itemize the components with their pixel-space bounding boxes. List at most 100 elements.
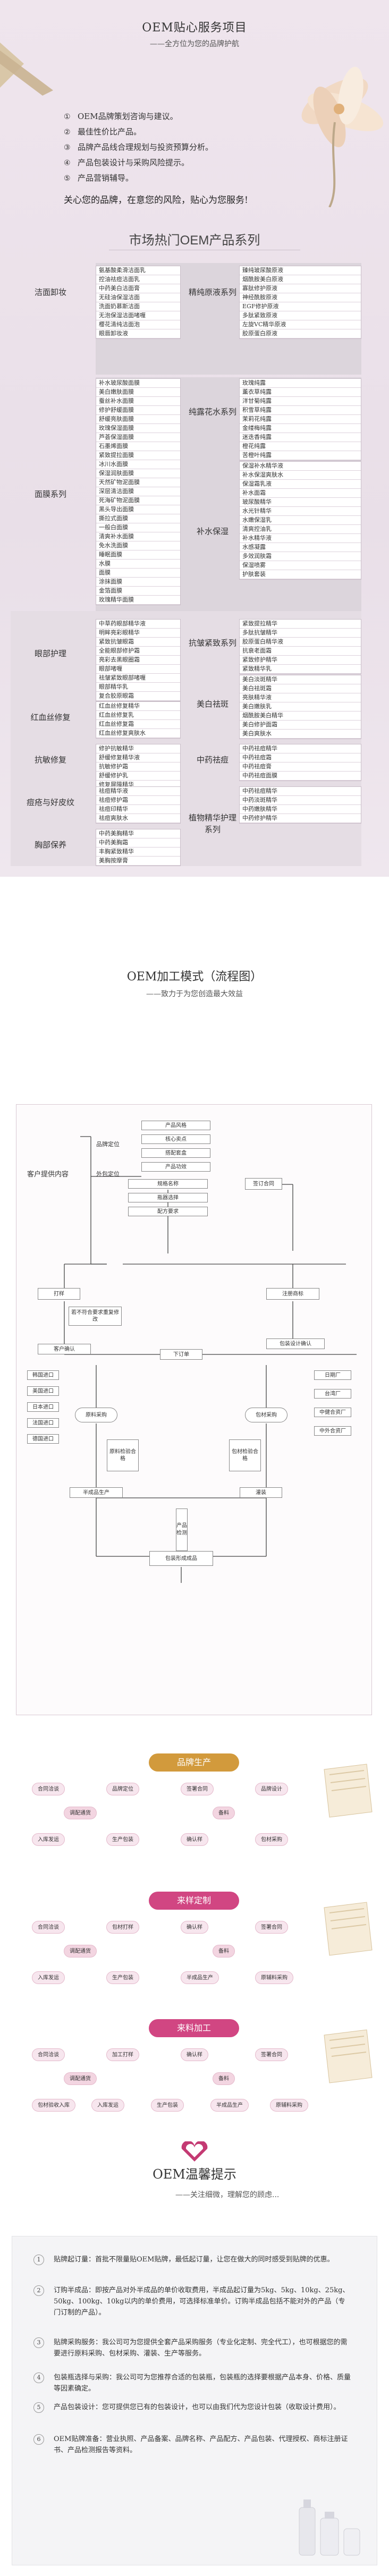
- stage-node: 合同洽谈: [32, 1783, 65, 1795]
- stage-node: 原辅料采购: [255, 1971, 293, 1984]
- category-label: 美白祛斑: [196, 699, 229, 709]
- product-item: 中药祛痘霜: [240, 753, 361, 762]
- product-item: 美白修护面霜: [240, 721, 361, 730]
- product-item: 迷迭香纯露: [240, 433, 361, 442]
- raw-buy-box: 原料采购: [75, 1408, 117, 1422]
- product-item: 紧致提拉面膜: [96, 451, 180, 460]
- country-box: 德国进口: [27, 1434, 59, 1444]
- tips-title: OEM温馨提示: [153, 2167, 236, 2182]
- product-item: 涂抹面膜: [96, 578, 180, 587]
- stage-node: 备料: [213, 1945, 235, 1958]
- product-item: 中药祛痘精华: [240, 744, 361, 753]
- customer-label: 客户提供内容: [27, 1171, 69, 1179]
- country-box: 日本进口: [27, 1402, 59, 1412]
- tip-text: 贴牌起订量：首批不限量贴OEM贴牌，最低起订量，让您在做大的同时感受到贴牌的优惠…: [54, 2256, 334, 2264]
- product-item: 清爽控油乳: [240, 525, 361, 534]
- product-item: 撕拉式面膜: [96, 514, 180, 523]
- stage-node: 入库发运: [32, 1971, 65, 1984]
- product-item: 护肤套装: [240, 570, 361, 579]
- product-item: 保湿润肤面膜: [96, 469, 180, 478]
- flow-box: 配方要求: [128, 1207, 208, 1216]
- order-box: 下订单: [160, 1349, 202, 1360]
- product-list: 玫瑰纯露薰衣草纯露洋甘菊纯露积雪草纯露茉莉花纯露金缕梅纯露迷迭香纯露橙花纯露苦橙…: [239, 378, 361, 461]
- plate-box: 打样: [38, 1288, 80, 1300]
- qc-box: 产品检测: [176, 1509, 188, 1551]
- product-item: 樱花清纯洁面泡: [96, 320, 180, 329]
- product-item: 红血丝修复爽肤水: [96, 729, 180, 738]
- category-label: 眼部护理: [34, 649, 66, 658]
- product-item: 金缕梅纯露: [240, 424, 361, 433]
- product-item: 胶原蛋白精华液: [240, 638, 361, 647]
- tip-text: 贴牌采购服务：我公司可为您提供全套产品采购服务（专业化定制、完全代工），也可根据…: [54, 2338, 348, 2358]
- stage-badge: 来样定制: [149, 1892, 239, 1910]
- product-list: 保湿补水精华液补水保湿爽肤水保湿霜乳液补水面霜玻尿酸精华水光针精华水嫩保湿乳清爽…: [239, 461, 361, 580]
- product-item: 氨基酸柔滑洁面乳: [96, 266, 180, 275]
- stage-node: 备料: [213, 1807, 235, 1819]
- product-list: 中药祛痘精华中药淡斑精华中药嫩肤精华中药修护精华: [239, 786, 361, 824]
- product-item: 多效润肤霜: [240, 552, 361, 561]
- flow-connectors: [64, 1136, 357, 1583]
- stage-node: 签署合同: [181, 1783, 214, 1795]
- product-item: 冰川水面膜: [96, 460, 180, 469]
- tip-text: 产品包装设计：您可提供您已有的包装设计，也可以由我们代为您设计包装（收取设计费用…: [54, 2403, 341, 2411]
- product-item: 天然矿物泥面膜: [96, 478, 180, 487]
- stage-node: 备料: [213, 2072, 235, 2085]
- product-item: 祛痘修护霜: [96, 796, 180, 805]
- product-item: 美白爽肤水: [240, 730, 361, 739]
- product-item: 美白淡斑精华: [240, 675, 361, 684]
- product-item: 中药祛痘面膜: [240, 772, 361, 781]
- product-item: 修护舒缓面膜: [96, 406, 180, 415]
- flowchart: 产品风格 核心卖点 搭配套盒 产品功效 规格名称 瓶器选择 配方要求 品牌定位 …: [16, 1104, 372, 1715]
- bottles-icon: [299, 2499, 360, 2556]
- stage-node: 合同洽谈: [32, 2048, 65, 2061]
- flow-box: 核心卖点: [141, 1134, 210, 1144]
- product-item: 睡眠面膜: [96, 550, 180, 560]
- flow-box: 产品功效: [141, 1162, 210, 1172]
- category-label: 痘疮与好皮纹: [26, 798, 74, 807]
- stage-node: 签署合同: [255, 2048, 288, 2061]
- category-label: 植物精华护理系列: [189, 813, 237, 834]
- product-item: 无硅油保湿洁面: [96, 293, 180, 302]
- country-box: 法国进口: [27, 1418, 59, 1428]
- supplier-box: 中外合资厂: [314, 1426, 351, 1436]
- flow-box: 瓶器选择: [128, 1193, 208, 1202]
- supplier-box: 中健合资厂: [314, 1408, 351, 1417]
- product-item: 水嫩保湿乳: [240, 516, 361, 525]
- half-box: 半成品生产: [70, 1487, 123, 1498]
- product-item: 玫瑰纯露: [240, 379, 361, 388]
- product-item: 水感凝露: [240, 543, 361, 552]
- slogan: 关心您的品牌，在意您的风险，贴心为您服务!: [64, 195, 248, 206]
- product-item: 金箔面膜: [96, 587, 180, 596]
- product-item: 清爽补水面膜: [96, 532, 180, 541]
- product-item: 补水精华液: [240, 534, 361, 543]
- product-item: 多肽紧致原液: [240, 311, 361, 320]
- product-item: 中草药眼部精华液: [96, 620, 180, 629]
- product-list: 祛痘精华液祛痘修护霜祛痘印精华祛痘爽肤水: [96, 786, 181, 824]
- stage-node: 包材打样: [106, 1921, 139, 1934]
- product-item: 茉莉花纯露: [240, 415, 361, 424]
- product-item: 多肽抗皱精华: [240, 629, 361, 638]
- product-item: 免水洗面膜: [96, 541, 180, 550]
- category-label: 中药祛痘: [196, 755, 229, 765]
- product-item: 祛痘爽肤水: [96, 814, 180, 823]
- product-item: 美白嫩肤面膜: [96, 388, 180, 397]
- product-item: 保湿喷雾: [240, 561, 361, 570]
- product-item: 舒缓亮肤面膜: [96, 415, 180, 424]
- product-item: 眼部啫喱: [96, 665, 180, 674]
- product-item: 橙花纯露: [240, 442, 361, 451]
- product-item: 补水面霜: [240, 489, 361, 498]
- product-item: 中药美白洁面膏: [96, 284, 180, 293]
- stage-node: 生产包装: [106, 1833, 139, 1846]
- finish-box: 包装形成成品: [149, 1551, 213, 1566]
- stage-node: 调配通货: [64, 1945, 97, 1958]
- scroll-icon: [324, 2029, 373, 2083]
- product-item: 中药美胸霜: [96, 838, 180, 848]
- stage-node: 调配通货: [64, 2072, 97, 2085]
- tips-subtitle: ——关注细微，理解您的顾虑...: [175, 2191, 280, 2199]
- stage-node: 确认样: [181, 2048, 208, 2061]
- product-item: 苦橙叶纯露: [240, 451, 361, 460]
